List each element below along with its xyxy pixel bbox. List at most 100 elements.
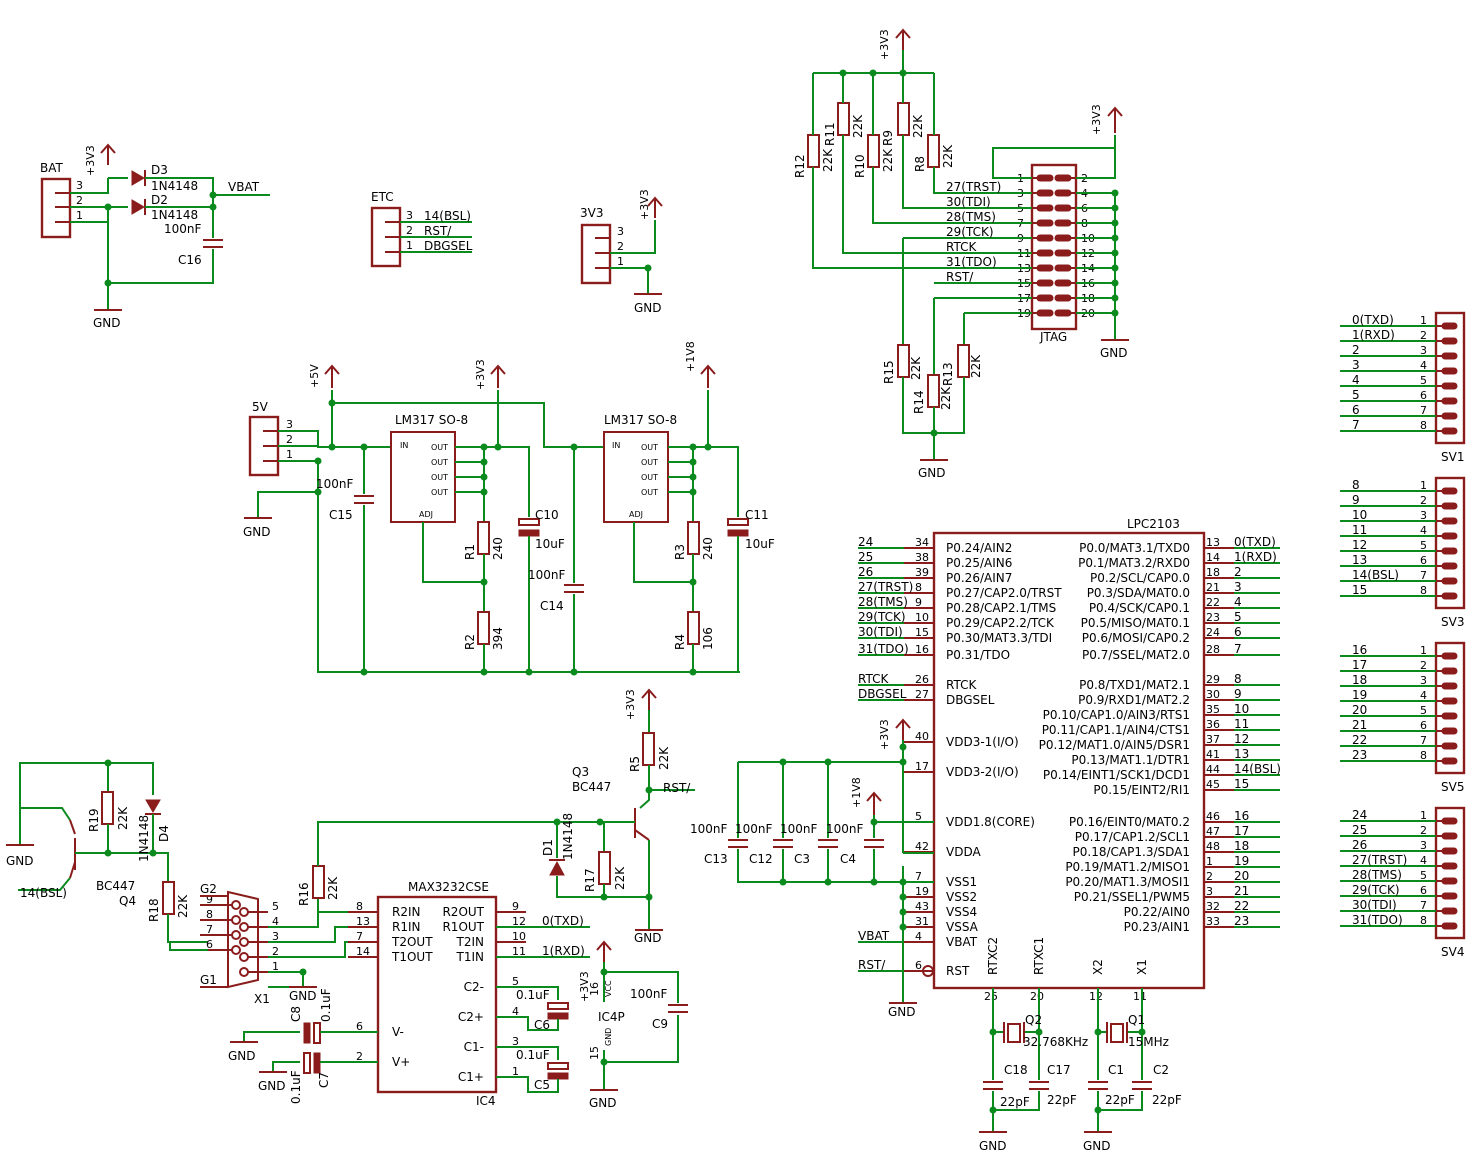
- r8-val: 22K: [941, 144, 955, 168]
- r14: [927, 374, 940, 408]
- reg2-adj-pin: ADJ: [629, 510, 643, 519]
- mcu-left-pin-label: VSSA: [946, 920, 979, 934]
- mcu-left-net-label: 30(TDI): [858, 625, 903, 639]
- mcu-right-pin-label: P0.9/RXD1/MAT2.2: [1078, 693, 1190, 707]
- mcu-right-net-label: 22: [1234, 899, 1249, 913]
- jtag-supply-label: +3V3: [878, 29, 891, 60]
- header-pin-num: 8: [1420, 749, 1427, 762]
- ic4-left-pin-label: V-: [392, 1025, 404, 1039]
- mcu-right-net-label: 4: [1234, 595, 1242, 609]
- header-pin-num: 5: [1420, 539, 1427, 552]
- mcu-left-pin-label: VDD3-1(I/O): [946, 735, 1019, 749]
- c8-ref: C8: [289, 1006, 303, 1022]
- c18-ref: C18: [1004, 1063, 1028, 1077]
- header-pin-num: 7: [1420, 569, 1427, 582]
- c17-ref: C17: [1047, 1063, 1071, 1077]
- mcu-bottom-pin-num: 25: [984, 990, 998, 1003]
- jtag-junction: [1111, 279, 1119, 287]
- etc-net-dbgsel: DBGSEL: [424, 239, 473, 253]
- header-name: SV3: [1441, 615, 1464, 629]
- header-pin-body: [1441, 532, 1458, 540]
- mcu-left-pin-label: VSS4: [946, 905, 977, 919]
- jtag-net-tdi: 30(TDI): [946, 195, 991, 209]
- header-net-label: 8: [1352, 478, 1360, 492]
- reg2-out-3: OUT: [641, 473, 658, 482]
- db9-pin-contact: [239, 907, 249, 917]
- header-net-label: 17: [1352, 658, 1367, 672]
- r16-ref: R16: [297, 882, 311, 906]
- rst-inversion-bubble: [922, 965, 934, 977]
- ic4-right-pin-label: C2-: [464, 980, 484, 994]
- header-net-label: 6: [1352, 403, 1360, 417]
- c9-value: 100nF: [630, 987, 668, 1001]
- r14-ref: R14: [912, 390, 926, 414]
- con5v-pin-2: 2: [286, 433, 293, 446]
- c11-value: 10uF: [745, 537, 775, 551]
- mcu-right-net-label: 12: [1234, 732, 1249, 746]
- header-pin-num: 1: [1420, 314, 1427, 327]
- mcu-right-pin-label: P0.17/CAP1.2/SCL1: [1075, 830, 1190, 844]
- decap-ref: C3: [794, 852, 810, 866]
- bat-section: BAT 3 2 1 +3V3 D3 1N4148 D2 1N4148 VBAT …: [40, 143, 270, 330]
- mcu-left-pin-num: 39: [915, 566, 929, 579]
- header-net-label: 25: [1352, 823, 1367, 837]
- header-pin-body: [1441, 697, 1458, 705]
- db9-pin-contact: [231, 945, 241, 955]
- ic4-left-pin-num: 8: [356, 900, 363, 913]
- decap-ref: C12: [749, 852, 773, 866]
- header-pin-body: [1441, 682, 1458, 690]
- c18-value: 22pF: [1000, 1095, 1030, 1109]
- con3v3-pin-1: 1: [617, 255, 624, 268]
- r19-ref: R19: [87, 808, 101, 832]
- header-pin-body: [1441, 742, 1458, 750]
- c16-value: 100nF: [164, 222, 202, 236]
- header-net-label: 29(TCK): [1352, 883, 1400, 897]
- mcu-bottom-pin-label: RTXC2: [986, 937, 1000, 975]
- jtag-net-rst: RST/: [946, 270, 974, 284]
- r9-val: 22K: [911, 114, 925, 138]
- header-pin-body: [1441, 412, 1458, 420]
- mcu-left-pin-label: VSS1: [946, 875, 977, 889]
- mcu-right-pin-label: P0.15/EINT2/RI1: [1093, 783, 1190, 797]
- bat-pin-1: 1: [76, 209, 83, 222]
- db9-pin-num: 9: [206, 893, 213, 906]
- mcu-right-pin-num: 3: [1206, 885, 1213, 898]
- c6-ref: C6: [534, 1018, 550, 1032]
- x1-g2: G2: [200, 882, 217, 896]
- etc-net-rst: RST/: [424, 224, 452, 238]
- header-net-label: 30(TDI): [1352, 898, 1397, 912]
- header-pin-body: [1441, 652, 1458, 660]
- d1-ref: D1: [541, 839, 555, 856]
- q3-rst-net: RST/: [663, 781, 691, 795]
- mcu-right-pin-num: 23: [1206, 611, 1220, 624]
- header-net-label: 9: [1352, 493, 1360, 507]
- ic4-left-pin-num: 13: [356, 915, 370, 928]
- header-pin-num: 1: [1420, 644, 1427, 657]
- header-net-label: 18: [1352, 673, 1367, 687]
- r15-ref: R15: [882, 360, 896, 384]
- header-pin-num: 8: [1420, 914, 1427, 927]
- jtag-junction: [1111, 234, 1119, 242]
- jtag-pin-body: [1054, 249, 1072, 257]
- header-net-label: 28(TMS): [1352, 868, 1402, 882]
- r11: [837, 102, 850, 136]
- mcu-supply-3v3-label: +3V3: [878, 719, 891, 750]
- q3-value: BC447: [572, 780, 611, 794]
- ic4-left-pin-label: V+: [392, 1055, 410, 1069]
- header-net-label: 31(TDO): [1352, 913, 1403, 927]
- ic4-right-pin-label: R1OUT: [442, 920, 484, 934]
- con3v3-pin-3: 3: [617, 225, 624, 238]
- db9-pin-num: 8: [206, 908, 213, 921]
- q2-ref: Q2: [1025, 1013, 1042, 1027]
- r19-value: 22K: [116, 806, 130, 830]
- jtag-net-tms: 28(TMS): [946, 210, 996, 224]
- r13: [957, 344, 970, 378]
- header-net-label: 12: [1352, 538, 1367, 552]
- jtag-gnd-label: GND: [1100, 346, 1128, 360]
- c5-ref: C5: [534, 1078, 550, 1092]
- jtag-junction: [1111, 219, 1119, 227]
- header-pin-num: 8: [1420, 584, 1427, 597]
- bat-pin-2: 2: [76, 194, 83, 207]
- jtag-connector: [1030, 163, 1078, 331]
